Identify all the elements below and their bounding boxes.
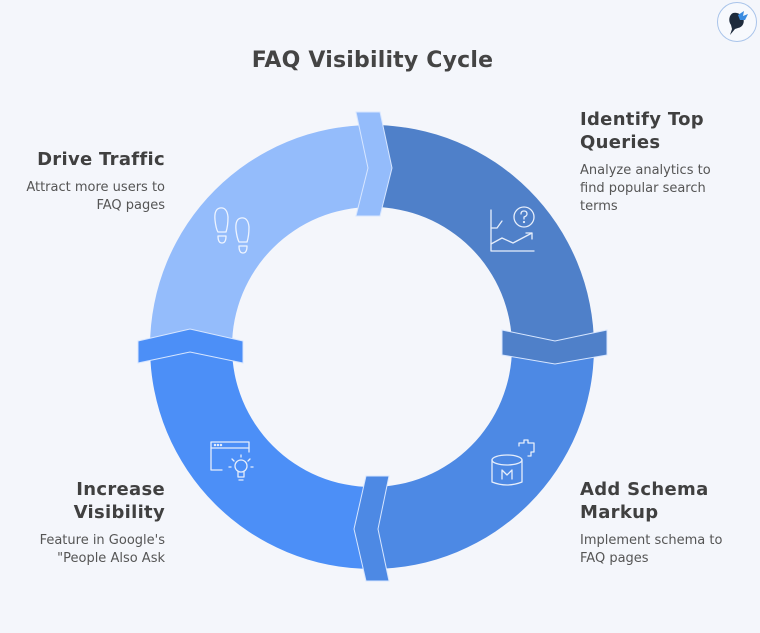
diagram-title: FAQ Visibility Cycle <box>251 48 494 73</box>
segment-drive-traffic <box>150 125 372 347</box>
chevron-right-arrow <box>501 329 608 365</box>
desc-line: find popular search <box>580 181 706 196</box>
heading-line: Visibility <box>73 502 165 523</box>
heading-line: Add Schema <box>580 479 709 500</box>
chevron-bottom-arrow <box>353 475 390 582</box>
desc-line: Analyze analytics to <box>580 163 711 178</box>
desc-line: "People Also Ask <box>57 551 165 566</box>
footprints-icon <box>214 207 250 254</box>
database-markup-icon <box>491 439 535 486</box>
heading-line: Markup <box>580 502 659 523</box>
step-heading: Identify Top Queries <box>580 108 760 154</box>
step-description: Implement schema to FAQ pages <box>580 532 760 568</box>
step-add-schema-markup: Add Schema Markup Implement schema to FA… <box>580 478 760 568</box>
desc-line: terms <box>580 199 618 214</box>
chevron-left-arrow <box>137 328 244 364</box>
step-description: Feature in Google's "People Also Ask <box>0 532 165 568</box>
step-drive-traffic: Drive Traffic Attract more users to FAQ … <box>0 148 165 215</box>
step-heading: Add Schema Markup <box>580 478 760 524</box>
brand-logo-icon <box>729 11 748 35</box>
step-identify-top-queries: Identify Top Queries Analyze analytics t… <box>580 108 760 216</box>
step-description: Attract more users to FAQ pages <box>0 179 165 215</box>
desc-line: Implement schema to <box>580 533 723 548</box>
segment-identify-top-queries <box>372 125 594 347</box>
heading-line: Drive Traffic <box>37 149 165 170</box>
step-heading: Drive Traffic <box>0 148 165 171</box>
step-description: Analyze analytics to find popular search… <box>580 162 760 216</box>
desc-line: FAQ pages <box>580 551 649 566</box>
heading-line: Increase <box>76 479 165 500</box>
segment-increase-visibility <box>150 347 372 569</box>
segment-add-schema-markup <box>372 347 594 569</box>
browser-lightbulb-icon <box>210 441 254 481</box>
desc-line: Attract more users to <box>26 180 165 195</box>
heading-line: Identify Top <box>580 109 704 130</box>
step-increase-visibility: Increase Visibility Feature in Google's … <box>0 478 165 568</box>
step-heading: Increase Visibility <box>0 478 165 524</box>
desc-line: Feature in Google's <box>39 533 165 548</box>
chevron-top-arrow <box>355 111 393 217</box>
desc-line: FAQ pages <box>96 198 165 213</box>
chart-question-icon <box>490 206 535 252</box>
heading-line: Queries <box>580 132 661 153</box>
brand-logo[interactable] <box>717 2 757 42</box>
